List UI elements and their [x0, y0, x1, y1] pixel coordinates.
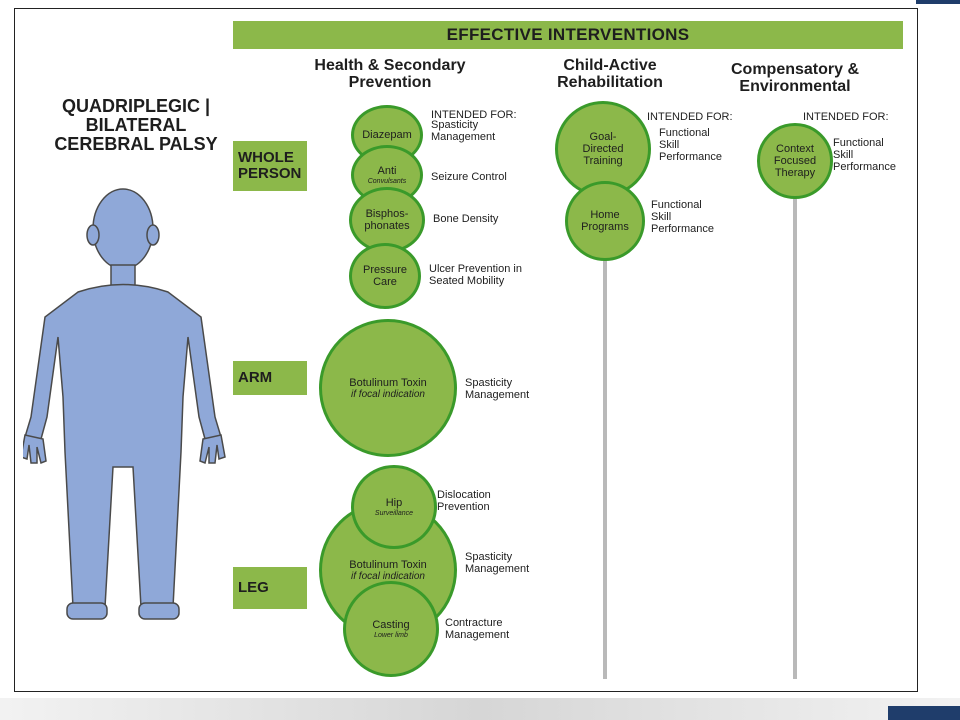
intended-for-label: INTENDED FOR: [803, 111, 889, 123]
column-compensatory-environmental: Compensatory & Environmental [730, 61, 860, 95]
goal-directed-training-note: Functional Skill Performance [659, 127, 722, 163]
compensatory-column-line [793, 185, 797, 679]
corner-accent-top [916, 0, 960, 4]
column-health-secondary-prevention: Health & Secondary Prevention [314, 57, 466, 91]
context-focused-therapy-bubble: Context Focused Therapy [757, 123, 833, 199]
child-silhouette-figure [23, 188, 226, 620]
bisphosphonates-note: Bone Density [433, 213, 499, 225]
pressure-care-bubble: Pressure Care [349, 243, 421, 309]
page-title: QUADRIPLEGIC | BILATERAL CEREBRAL PALSY [54, 96, 218, 154]
row-label-leg: LEG [233, 567, 307, 609]
botulinum-toxin-leg-note: Spasticity Management [465, 551, 530, 575]
bisphosphonates-bubble: Bisphos- phonates [349, 187, 425, 253]
home-programs-note: Functional Skill Performance [651, 199, 714, 235]
diazepam-note: Spasticity Management [431, 119, 496, 143]
anticonvulsants-note: Seizure Control [431, 171, 507, 183]
child-active-column-line [603, 247, 607, 679]
home-programs-bubble: Home Programs [565, 181, 645, 261]
casting-note: Contracture Management [445, 617, 510, 641]
corner-accent-bottom [888, 706, 960, 720]
hip-surveillance-bubble: Hip Surveillance [351, 465, 437, 549]
botulinum-toxin-arm-note: Spasticity Management [465, 377, 530, 401]
intended-for-label: INTENDED FOR: [431, 109, 517, 121]
column-child-active-rehabilitation: Child-Active Rehabilitation [557, 57, 663, 91]
diagram-frame: EFFECTIVE INTERVENTIONS Health & Seconda… [14, 8, 918, 692]
hip-surveillance-note: Dislocation Prevention [437, 489, 491, 513]
effective-interventions-banner: EFFECTIVE INTERVENTIONS [233, 21, 903, 49]
row-label-arm: ARM [233, 361, 307, 395]
context-focused-therapy-note: Functional Skill Performance [833, 137, 896, 173]
casting-bubble: Casting Lower limb [343, 581, 439, 677]
footer-bar [0, 698, 960, 720]
intended-for-label: INTENDED FOR: [647, 111, 733, 123]
pressure-care-note: Ulcer Prevention in Seated Mobility [429, 263, 522, 287]
row-label-whole-person: WHOLE PERSON [233, 141, 307, 191]
botulinum-toxin-arm-bubble: Botulinum Toxin if focal indication [319, 319, 457, 457]
